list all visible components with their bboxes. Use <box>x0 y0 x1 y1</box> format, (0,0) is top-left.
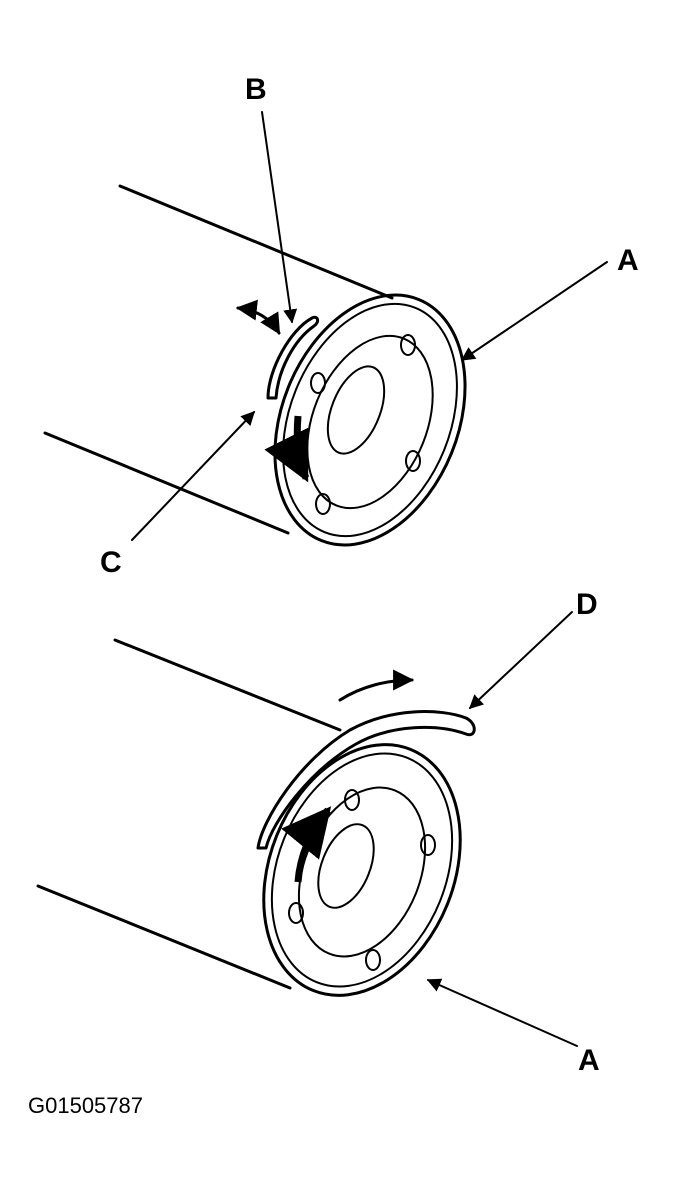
clip-d-rotation-arrow <box>338 669 415 702</box>
label-a-bottom: A <box>578 1044 600 1077</box>
top-bolt-hole <box>310 372 326 394</box>
clip-rotation-arrow <box>235 299 281 335</box>
top-bolt-hole <box>315 493 331 515</box>
bottom-plate-center-hole <box>317 823 375 909</box>
top-cylinder-upper-edge <box>118 184 394 300</box>
label-d: D <box>576 588 598 621</box>
bottom-bolt-hole <box>420 834 436 856</box>
label-b: B <box>245 73 267 106</box>
top-assembly <box>43 111 608 547</box>
top-cylinder-lower-edge <box>43 431 290 535</box>
leader-c <box>131 410 255 541</box>
bottom-bolt-hole <box>288 902 304 924</box>
top-bolt-hole <box>405 450 421 472</box>
label-a-top: A <box>617 244 639 277</box>
plate-direction-arrow-top <box>264 415 310 483</box>
bottom-bolt-hole <box>344 789 360 811</box>
top-plate-mid-ring <box>282 302 458 538</box>
bottom-bolt-hole <box>365 949 381 971</box>
figure-code: G01505787 <box>28 1093 143 1118</box>
label-c: C <box>100 546 122 579</box>
leader-d <box>468 611 573 709</box>
clip-d <box>256 710 476 850</box>
plate-direction-arrow-bottom <box>281 806 332 883</box>
clip-b <box>266 315 320 400</box>
bottom-assembly <box>36 611 578 1047</box>
bottom-plate-outer-ring <box>262 743 462 997</box>
top-bolt-hole <box>400 334 416 356</box>
leader-b <box>261 111 298 324</box>
top-plate-center-hole <box>326 365 386 455</box>
leader-a-top <box>460 261 608 361</box>
bottom-cylinder-lower-edge <box>36 884 292 990</box>
bottom-plate-mid-ring <box>270 752 454 988</box>
bottom-cylinder-upper-edge <box>113 638 342 732</box>
top-plate-outer-ring <box>273 293 467 547</box>
leader-a-bottom <box>426 978 578 1047</box>
